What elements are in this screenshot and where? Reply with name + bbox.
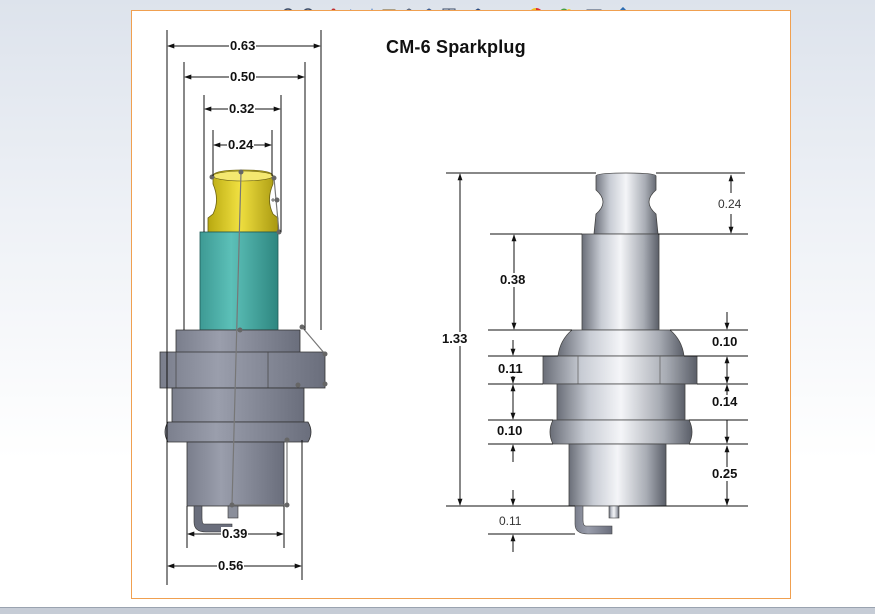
dim-0-10-lower: 0.10	[496, 423, 524, 438]
dim-0-14: 0.14	[711, 394, 739, 409]
right-model-view[interactable]	[542, 172, 698, 535]
dim-0-24-right: 0.24	[717, 197, 743, 211]
dim-0-25: 0.25	[711, 466, 739, 481]
dim-1-33: 1.33	[441, 331, 469, 346]
drawing-title: CM-6 Sparkplug	[386, 37, 526, 57]
dim-0-50: 0.50	[229, 69, 257, 84]
dim-0-56: 0.56	[217, 558, 245, 573]
status-bar	[0, 607, 875, 614]
left-model-view[interactable]	[159, 169, 328, 533]
dim-0-11: 0.11	[497, 361, 524, 376]
dim-0-10-upper: 0.10	[711, 334, 739, 349]
dim-0-32: 0.32	[228, 101, 256, 116]
right-dimension-lines	[446, 172, 748, 552]
dim-0-38: 0.38	[499, 272, 527, 287]
dim-0-63: 0.63	[229, 38, 257, 53]
dim-0-39: 0.39	[221, 526, 249, 541]
dim-0-11-bottom: 0.11	[498, 514, 523, 528]
dim-0-24-left: 0.24	[227, 137, 255, 152]
